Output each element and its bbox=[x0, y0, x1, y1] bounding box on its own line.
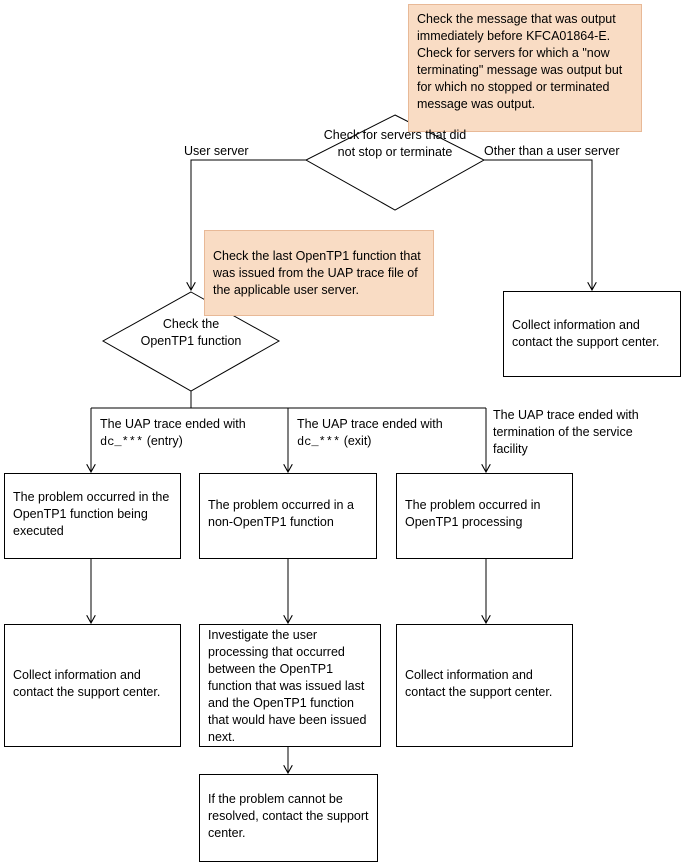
box-problem-processing: The problem occurred in OpenTP1 processi… bbox=[396, 473, 573, 559]
function-code: dc_*** bbox=[297, 435, 341, 449]
box-collect-other: Collect information and contact the supp… bbox=[503, 291, 681, 377]
box-problem-non-function: The problem occurred in a non-OpenTP1 fu… bbox=[199, 473, 377, 559]
note-check-message: Check the message that was output immedi… bbox=[408, 4, 642, 132]
decision-servers-diamond bbox=[304, 114, 486, 211]
label-trace-exit: The UAP trace ended with dc_*** (exit) bbox=[297, 417, 443, 449]
function-code: dc_*** bbox=[100, 435, 144, 449]
box-problem-in-function: The problem occurred in the OpenTP1 func… bbox=[4, 473, 181, 559]
decision-servers-text: Check for servers that did not stop or t… bbox=[323, 128, 467, 159]
decision-function-text: Check the OpenTP1 function bbox=[140, 317, 242, 348]
label-trace-entry: The UAP trace ended with dc_*** (entry) bbox=[100, 417, 246, 449]
label-user-server: User server bbox=[184, 144, 249, 158]
entry-suffix: (entry) bbox=[143, 434, 183, 448]
box-collect-right: Collect information and contact the supp… bbox=[396, 624, 573, 747]
label-trace-termination: The UAP trace ended with termination of … bbox=[493, 408, 639, 456]
exit-suffix: (exit) bbox=[340, 434, 372, 448]
box-collect-left: Collect information and contact the supp… bbox=[4, 624, 181, 747]
box-cannot-resolve: If the problem cannot be resolved, conta… bbox=[199, 774, 378, 862]
connector-other-server bbox=[484, 159, 592, 290]
label-other-server: Other than a user server bbox=[484, 144, 620, 158]
box-investigate: Investigate the user processing that occ… bbox=[199, 624, 381, 747]
note-check-last-function: Check the last OpenTP1 function that was… bbox=[204, 230, 434, 316]
connector-user-server bbox=[191, 159, 306, 290]
